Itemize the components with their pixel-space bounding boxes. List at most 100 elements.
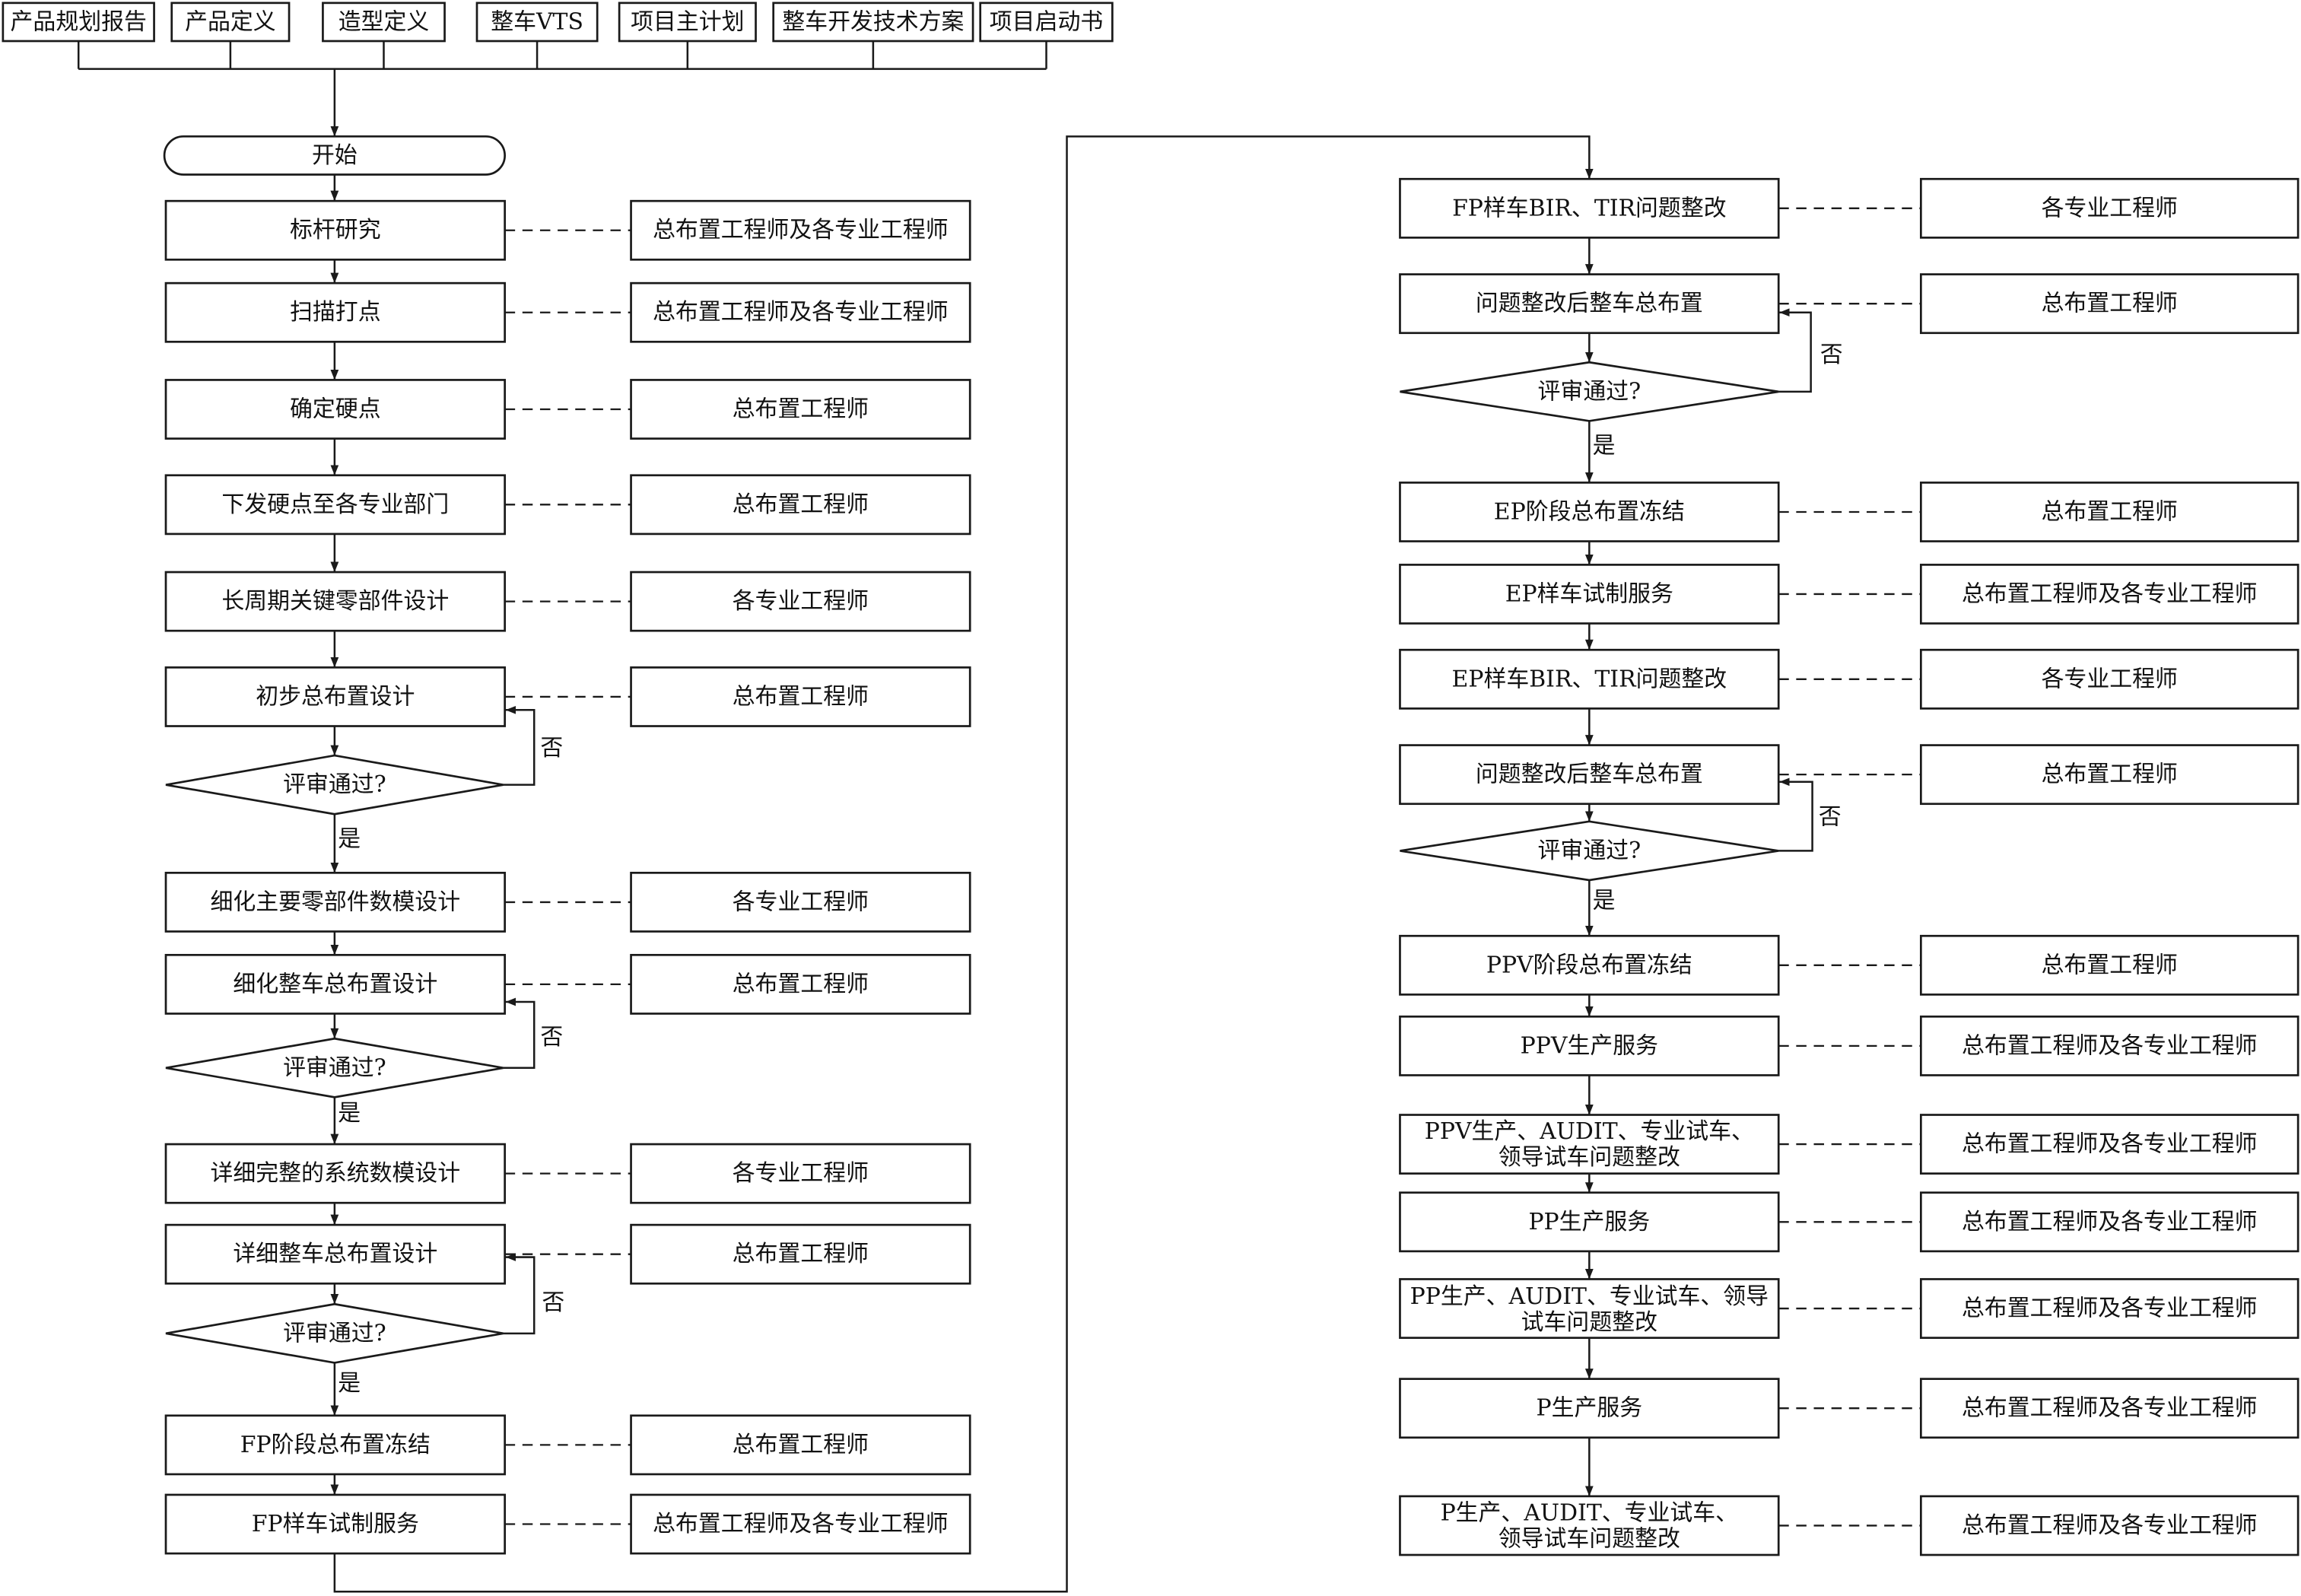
process-step-box xyxy=(164,571,506,632)
task-label: 详细整车总布置设计 xyxy=(233,1241,437,1267)
input-document-box xyxy=(772,2,974,43)
task-label-line: P生产、AUDIT、专业试车、 xyxy=(1441,1500,1739,1527)
task-label-line: PPV生产、AUDIT、专业试车、 xyxy=(1425,1118,1754,1145)
task-label: P生产服务 xyxy=(1537,1395,1643,1422)
process-step-box xyxy=(164,1493,506,1555)
task-label: FP阶段总布置冻结 xyxy=(240,1432,431,1458)
owner-label: 总布置工程师及各专业工程师 xyxy=(653,217,948,243)
yes-label: 是 xyxy=(338,825,361,852)
owner-label: 总布置工程师 xyxy=(2042,498,2178,525)
owner-box xyxy=(630,1493,971,1555)
task-label: 细化主要零部件数模设计 xyxy=(210,889,460,915)
no-label: 否 xyxy=(542,1289,564,1316)
task-label-line: PP生产、AUDIT、专业试车、领导 xyxy=(1410,1283,1769,1310)
process-step-box xyxy=(164,379,506,440)
input-document-label: 项目启动书 xyxy=(990,8,1103,35)
owner-label: 各专业工程师 xyxy=(733,1160,869,1187)
owner-label: 总布置工程师 xyxy=(733,683,869,710)
loop-back-arrow xyxy=(503,997,536,1070)
owner-box xyxy=(630,474,971,536)
owner-box xyxy=(630,1414,971,1476)
process-step-box xyxy=(164,666,506,727)
loop-back-arrow xyxy=(503,1253,536,1335)
owner-box xyxy=(1919,1191,2299,1253)
task-label: EP阶段总布置冻结 xyxy=(1494,498,1685,525)
decision-question: 评审通过? xyxy=(1538,378,1642,405)
process-step-box xyxy=(164,281,506,343)
owner-label: 总布置工程师及各专业工程师 xyxy=(1962,1209,2257,1235)
owner-label: 总布置工程师及各专业工程师 xyxy=(1962,1131,2257,1158)
owner-box xyxy=(1919,648,2299,710)
task-label: 问题整改后整车总布置 xyxy=(1476,291,1703,317)
owner-box xyxy=(1919,1278,2299,1339)
process-step-box xyxy=(1399,1191,1780,1253)
process-step-box xyxy=(1399,1278,1780,1339)
input-document-label: 整车开发技术方案 xyxy=(782,8,964,35)
owner-label: 总布置工程师及各专业工程师 xyxy=(653,299,948,326)
process-step-box xyxy=(164,871,506,933)
owner-label: 总布置工程师及各专业工程师 xyxy=(653,1511,948,1537)
owner-box xyxy=(1919,564,2299,625)
owner-box xyxy=(1919,1495,2299,1556)
task-label: FP样车试制服务 xyxy=(252,1511,419,1537)
owner-label: 总布置工程师 xyxy=(733,971,869,997)
input-merge-lines xyxy=(77,40,1047,137)
owner-box xyxy=(630,953,971,1015)
owner-box xyxy=(630,871,971,933)
decision-question: 评审通过? xyxy=(283,771,386,798)
task-label-line: 领导试车问题整改 xyxy=(1499,1144,1680,1171)
owner-box xyxy=(630,666,971,727)
owner-box xyxy=(630,1223,971,1285)
task-label: 细化整车总布置设计 xyxy=(233,971,437,997)
start-label: 开始 xyxy=(312,142,358,169)
yes-label: 是 xyxy=(338,1100,361,1127)
owner-label: 总布置工程师及各专业工程师 xyxy=(1962,1512,2257,1539)
task-label: PP生产服务 xyxy=(1528,1209,1650,1235)
loop-back-arrow xyxy=(503,705,536,786)
input-document-label: 产品定义 xyxy=(185,8,276,35)
task-label: PPV阶段总布置冻结 xyxy=(1486,952,1692,978)
yes-label: 是 xyxy=(1593,433,1616,459)
task-label: 问题整改后整车总布置 xyxy=(1476,761,1703,788)
owner-box xyxy=(1919,273,2299,335)
input-document-label: 项目主计划 xyxy=(631,8,744,35)
task-label: 初步总布置设计 xyxy=(256,683,415,710)
owner-label: 总布置工程师及各专业工程师 xyxy=(1962,1032,2257,1059)
no-label: 否 xyxy=(540,1024,563,1051)
decision-question: 评审通过? xyxy=(283,1320,386,1346)
input-document-label: 整车VTS xyxy=(491,8,583,35)
input-document-label: 造型定义 xyxy=(338,8,430,35)
owner-label: 各专业工程师 xyxy=(2042,666,2178,692)
task-label: EP样车试制服务 xyxy=(1505,580,1673,607)
owner-label: 各专业工程师 xyxy=(733,889,869,915)
task-label: 详细完整的系统数模设计 xyxy=(210,1160,460,1187)
start-terminal: 开始 xyxy=(163,135,506,176)
owner-box xyxy=(1919,482,2299,542)
input-document-box xyxy=(2,2,155,43)
owner-label: 总布置工程师 xyxy=(733,1241,869,1267)
no-label: 否 xyxy=(540,735,563,761)
process-step-box xyxy=(1399,1114,1780,1175)
column-transfer-connector xyxy=(333,135,1594,1593)
yes-label: 是 xyxy=(1593,887,1616,914)
left-decisions: 评审通过? 否 是 评审通过? 否 是 评审通过? 否 是 xyxy=(165,705,564,1397)
left-responsibility-links xyxy=(504,229,631,1525)
owner-box xyxy=(630,1143,971,1204)
decision-question: 评审通过? xyxy=(1538,838,1642,864)
task-label: FP样车BIR、TIR问题整改 xyxy=(1452,195,1727,221)
input-documents: 产品规划报告 产品定义 造型定义 整车VTS 项目主计划 整车开发技术方案 项目… xyxy=(2,2,1114,43)
process-step-box xyxy=(1399,482,1780,542)
owner-label: 总布置工程师 xyxy=(733,396,869,423)
input-document-box xyxy=(475,2,599,43)
no-label: 否 xyxy=(1819,804,1842,831)
task-label: 下发硬点至各专业部门 xyxy=(221,491,449,518)
task-label: PPV生产服务 xyxy=(1521,1032,1658,1059)
owner-box xyxy=(1919,1378,2299,1439)
task-label: EP样车BIR、TIR问题整改 xyxy=(1452,666,1727,692)
task-label: 长周期关键零部件设计 xyxy=(221,588,449,615)
owner-label: 总布置工程师 xyxy=(2042,291,2178,317)
loop-back-arrow xyxy=(1778,308,1812,393)
task-label: 扫描打点 xyxy=(290,299,381,326)
owner-box xyxy=(1919,1114,2299,1175)
